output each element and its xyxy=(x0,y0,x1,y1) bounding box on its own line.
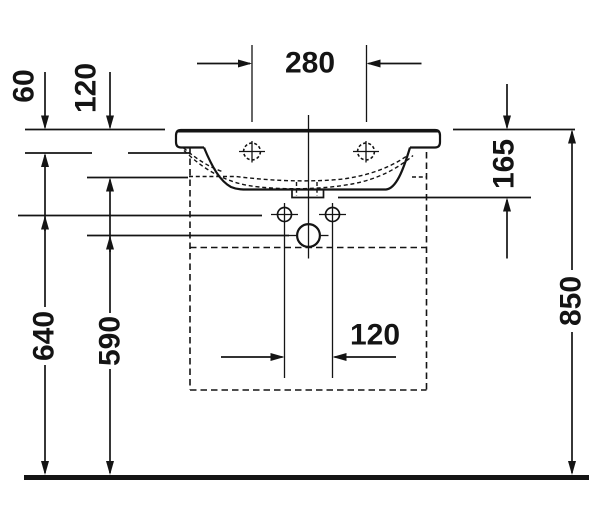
arrowhead xyxy=(332,353,347,361)
washbasin-outline xyxy=(174,115,442,259)
arrowhead xyxy=(106,115,114,130)
dim-label-tap-spacing: 280 xyxy=(285,47,335,80)
arrowhead xyxy=(503,197,511,212)
arrowhead xyxy=(106,461,114,475)
dim-label-fixing-spacing: 120 xyxy=(350,319,400,352)
arrowhead xyxy=(503,115,511,130)
fixing-hole-right xyxy=(319,203,346,378)
bowl-outer-profile xyxy=(202,147,412,191)
arrowhead xyxy=(106,235,114,250)
tap-hole-left xyxy=(239,141,265,163)
dim-label-basin-depth: 120 xyxy=(70,63,103,113)
arrowhead xyxy=(270,353,285,361)
dim-tap-spacing: 280 xyxy=(197,45,422,122)
dim-fixing-spacing: 120 xyxy=(221,319,400,361)
arrowhead xyxy=(106,177,114,192)
dim-label-floor-to-drain: 590 xyxy=(94,316,127,366)
arrowhead xyxy=(238,59,252,68)
bowl-hidden-interior-lines xyxy=(183,147,427,190)
fixing-hole-left xyxy=(271,203,298,378)
arrowhead xyxy=(568,461,576,475)
dim-label-floor-to-rim: 850 xyxy=(555,276,588,326)
furniture-outline-dashed xyxy=(189,148,428,391)
arrowhead xyxy=(41,461,49,475)
dim-label-rim-to-overflow: 60 xyxy=(8,69,41,102)
arrowhead xyxy=(568,129,576,144)
arrowhead xyxy=(41,115,49,130)
dim-floor-to-fixings: 640 xyxy=(28,215,61,475)
dim-label-floor-to-fixings: 640 xyxy=(28,311,61,361)
interior-line-3 xyxy=(183,147,223,173)
interior-line-2 xyxy=(183,149,414,190)
dim-label-rim-to-outlet: 165 xyxy=(488,139,521,189)
dim-floor-to-rim: 850 xyxy=(555,129,588,475)
arrowhead xyxy=(41,215,49,230)
reference-level-lines xyxy=(18,128,575,237)
dim-rim-to-outlet: 165 xyxy=(488,84,521,259)
arrowhead xyxy=(366,59,381,68)
dim-floor-to-drain: 590 xyxy=(94,235,127,475)
drain-outlet-fitting xyxy=(291,189,325,199)
dim-basin-depth: 120 xyxy=(70,63,114,252)
tap-hole-right xyxy=(353,141,379,163)
arrowhead xyxy=(41,153,49,167)
dim-rim-to-overflow: 60 xyxy=(8,69,49,231)
interior-line-1 xyxy=(189,155,407,182)
